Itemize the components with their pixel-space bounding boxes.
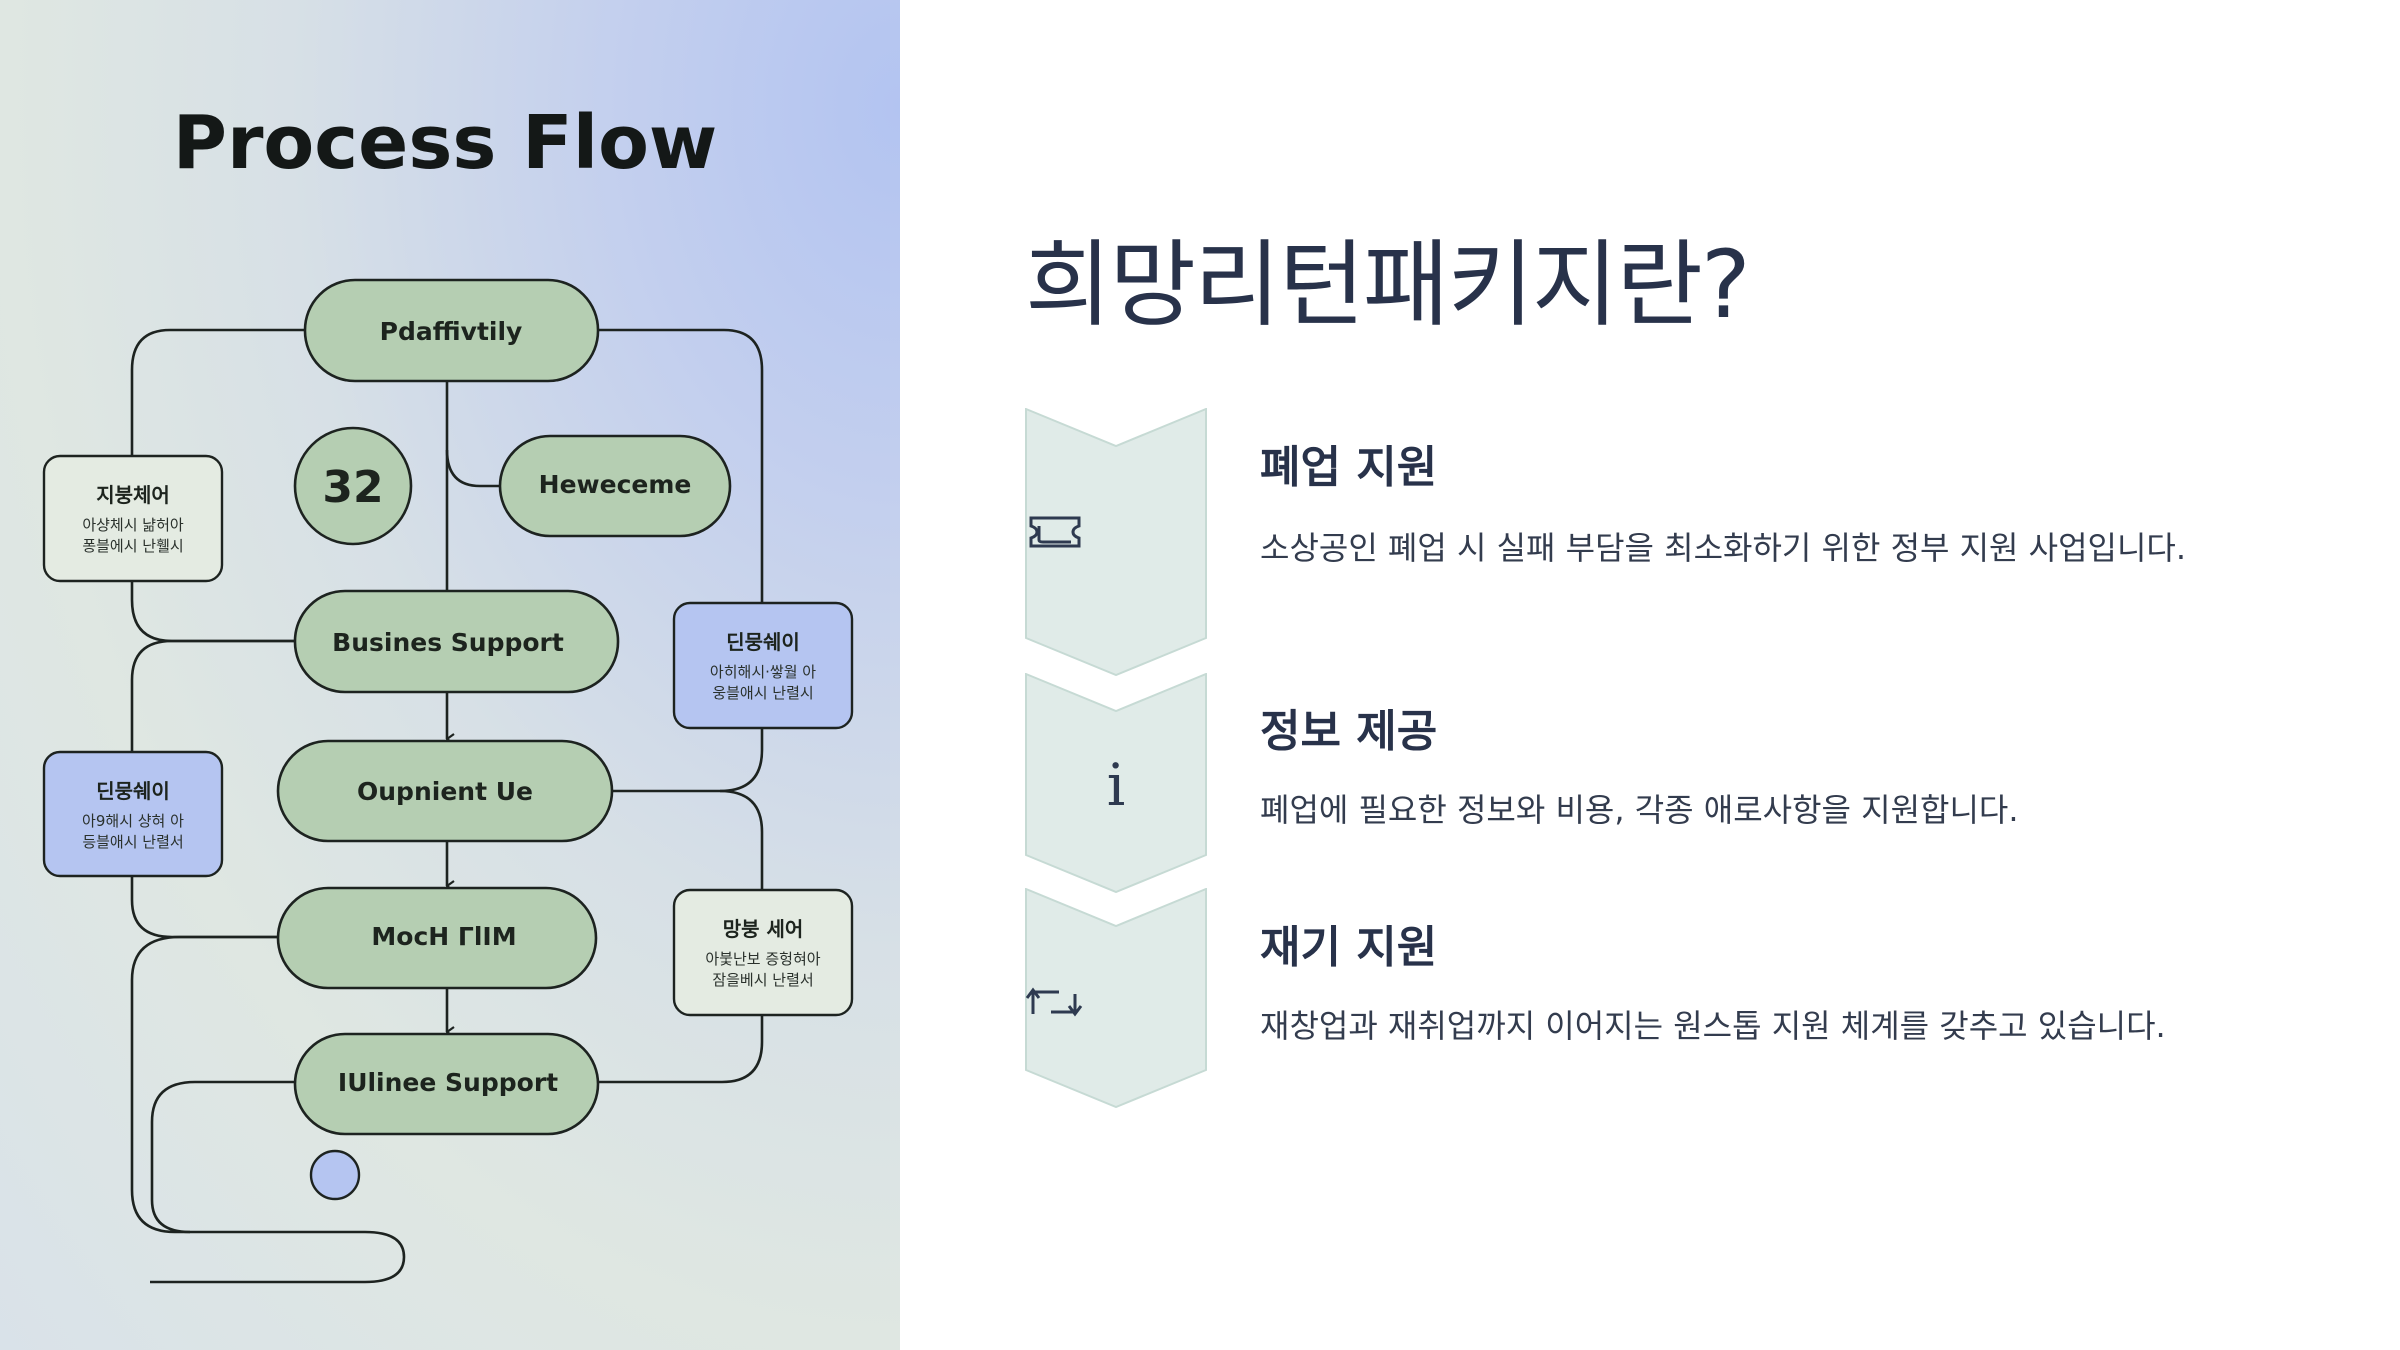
node-pdaffivtily: Pdaffivtily: [303, 278, 600, 383]
node-business-support: Busines Support: [293, 589, 620, 694]
chevron-step-2: i: [1025, 673, 1207, 893]
side-box-title: 딘뭉쉐이: [96, 779, 170, 803]
side-box-line: 퐁블에시 난휄시: [82, 537, 183, 555]
node-label: IUlinee Support: [338, 1068, 558, 1097]
item-heading-2: 정보 제공: [1260, 706, 1438, 757]
side-box-title: 지붕체어: [96, 483, 170, 507]
chevron-step-3: [1025, 888, 1207, 1108]
process-flow-panel: Process Flow: [0, 0, 900, 1350]
node-oupnient: Oupnient Ue: [276, 739, 614, 843]
side-box-2: 딘뭉쉐이 아히해시·쌓월 아 웅블애시 난렬시: [672, 601, 854, 730]
number-badge-label: 32: [322, 462, 383, 513]
node-label: Oupnient Ue: [357, 777, 533, 806]
item-heading-3: 재기 지원: [1260, 922, 1438, 973]
process-flow-diagram: Process Flow: [42, 100, 854, 1284]
side-box-1: 지붕체어 아샹체시 냚허아 퐁블에시 난휄시: [42, 454, 224, 583]
node-label: Busines Support: [332, 628, 564, 657]
small-circle-marker: [309, 1149, 361, 1201]
side-box-line: 아9해시 샹혀 아: [82, 812, 184, 830]
item-text-1: 소상공인 폐업 시 실패 부담을 최소화하기 위한 정부 지원 사업입니다.: [1260, 529, 2187, 567]
info-icon: i: [1106, 751, 1126, 819]
node-moch: MocH ΓlIM: [276, 886, 598, 990]
number-badge: 32: [293, 426, 413, 546]
side-box-title: 망붕 세어: [723, 917, 804, 941]
side-box-line: 웅블애시 난렬시: [712, 684, 813, 702]
item-text-2: 폐업에 필요한 정보와 비용, 각종 애로사항을 지원합니다.: [1260, 791, 2019, 829]
node-label: Pdaffivtily: [380, 317, 523, 346]
item-heading-1: 폐업 지원: [1260, 442, 1438, 493]
item-text-3: 재창업과 재취업까지 이어지는 원스톱 지원 체계를 갖추고 있습니다.: [1260, 1007, 2166, 1045]
side-box-line: 잠을베시 난렬서: [712, 971, 813, 989]
chevron-step-1: [1025, 408, 1207, 676]
side-box-line: 아붗난보 증헝혀아: [705, 950, 820, 968]
node-iulinee-support: IUlinee Support: [293, 1032, 600, 1136]
node-heweceme: Heweceme: [498, 434, 732, 538]
side-box-title: 딘뭉쉐이: [726, 630, 800, 654]
side-box-4: 망붕 세어 아붗난보 증헝혀아 잠을베시 난렬서: [672, 888, 854, 1017]
node-label: Heweceme: [539, 470, 692, 499]
side-box-line: 등블애시 난렬서: [82, 833, 183, 851]
diagram-title: Process Flow: [173, 100, 718, 186]
connector-lines: [130, 328, 764, 1284]
side-box-line: 아샹체시 냚허아: [82, 516, 184, 534]
page-title: 희망리턴패키지란?: [1025, 231, 1751, 340]
side-box-line: 아히해시·쌓월 아: [710, 663, 816, 681]
side-box-3: 딘뭉쉐이 아9해시 샹혀 아 등블애시 난렬서: [42, 750, 224, 878]
node-label: MocH ΓlIM: [371, 922, 516, 951]
